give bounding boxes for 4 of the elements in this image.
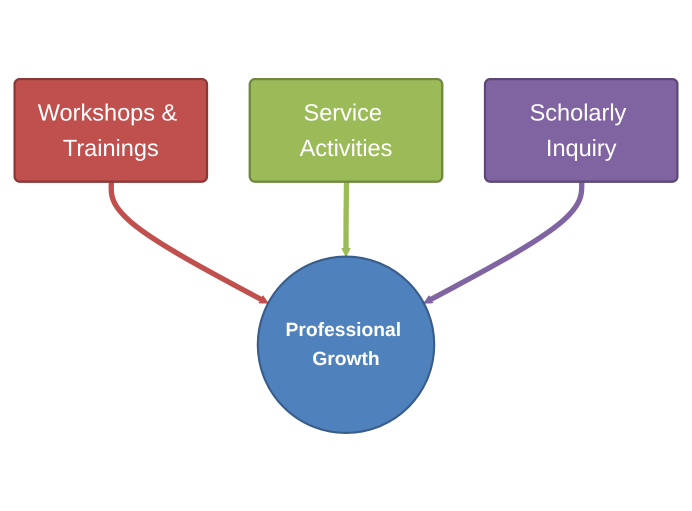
arrow (108, 182, 269, 304)
arrow (341, 182, 351, 256)
node-circle: Professional Growth (256, 254, 436, 434)
arrow (423, 182, 584, 304)
